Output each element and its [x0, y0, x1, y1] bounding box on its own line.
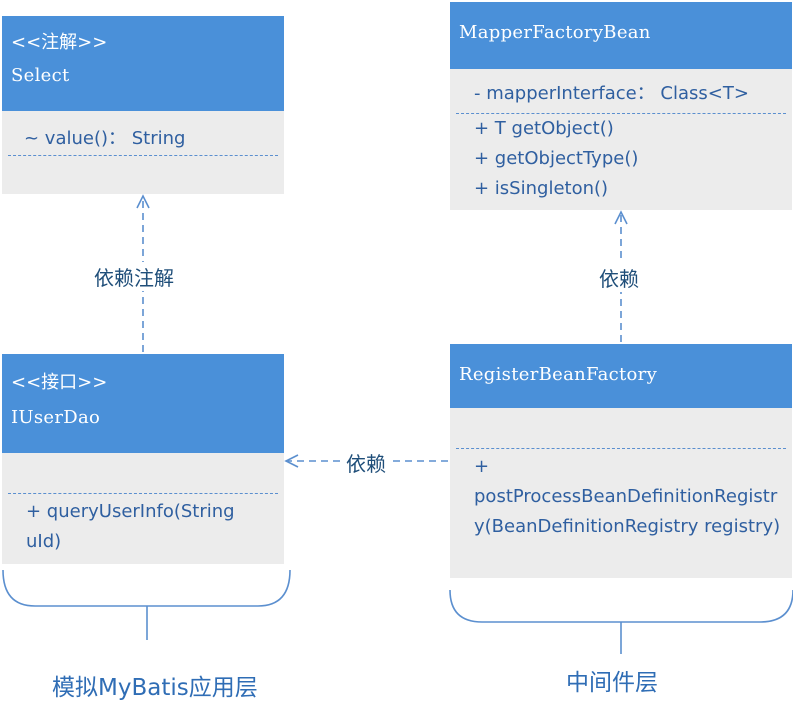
iuserdao-separator [8, 493, 278, 494]
registerbeanfactory-class-name: RegisterBeanFactory [459, 364, 658, 385]
mapperfactorybean-separator [456, 113, 786, 114]
select-class-box[interactable]: <<注解>> Select ~ value()： String [2, 16, 284, 194]
registerbeanfactory-method-signature: postProcessBeanDefinitionRegistry(BeanDe… [474, 486, 781, 537]
arrowhead-select [136, 194, 150, 209]
arrowhead-iuserdao [284, 454, 299, 468]
select-separator [8, 155, 278, 156]
select-class-header: <<注解>> Select [2, 16, 284, 111]
right-layer-brace [449, 589, 793, 623]
select-method-value: ~ value()： String [24, 128, 186, 149]
relation-label-depends-annotation: 依赖注解 [92, 262, 176, 291]
iuserdao-class-header: <<接口>> IUserDao [2, 354, 284, 453]
relation-label-depends-register-iuserdao: 依赖 [342, 448, 390, 477]
select-stereotype: <<注解>> [11, 32, 108, 53]
mapperfactorybean-class-box[interactable]: MapperFactoryBean - mapperInterface： Cla… [450, 2, 792, 210]
arrowhead-mapper [614, 210, 628, 225]
mapperfactorybean-class-name: MapperFactoryBean [459, 22, 651, 43]
layer-label-middleware: 中间件层 [566, 670, 658, 696]
mapperfactorybean-method-getobject: + T getObject() [474, 118, 614, 139]
iuserdao-method-line2: uId) [26, 531, 62, 552]
mapperfactorybean-attribute: - mapperInterface： Class<T> [474, 83, 749, 104]
select-class-name: Select [11, 65, 70, 86]
mapperfactorybean-class-header: MapperFactoryBean [450, 2, 792, 69]
iuserdao-class-name: IUserDao [11, 407, 101, 428]
registerbeanfactory-class-box[interactable]: RegisterBeanFactory + postProcessBeanDef… [450, 344, 792, 578]
mapperfactorybean-method-getobjecttype: + getObjectType() [474, 148, 639, 169]
registerbeanfactory-separator [456, 448, 786, 449]
layer-label-application: 模拟MyBatis应用层 [52, 675, 258, 701]
mapperfactorybean-method-issingleton: + isSingleton() [474, 178, 609, 199]
iuserdao-method-line1: + queryUserInfo(String [26, 501, 235, 522]
registerbeanfactory-class-header: RegisterBeanFactory [450, 344, 792, 408]
iuserdao-class-box[interactable]: <<接口>> IUserDao + queryUserInfo(String u… [2, 354, 284, 564]
relation-label-depends-register-mapper: 依赖 [597, 263, 641, 292]
left-layer-brace [2, 569, 291, 607]
iuserdao-stereotype: <<接口>> [11, 372, 108, 393]
registerbeanfactory-method-plus: + [474, 456, 490, 477]
